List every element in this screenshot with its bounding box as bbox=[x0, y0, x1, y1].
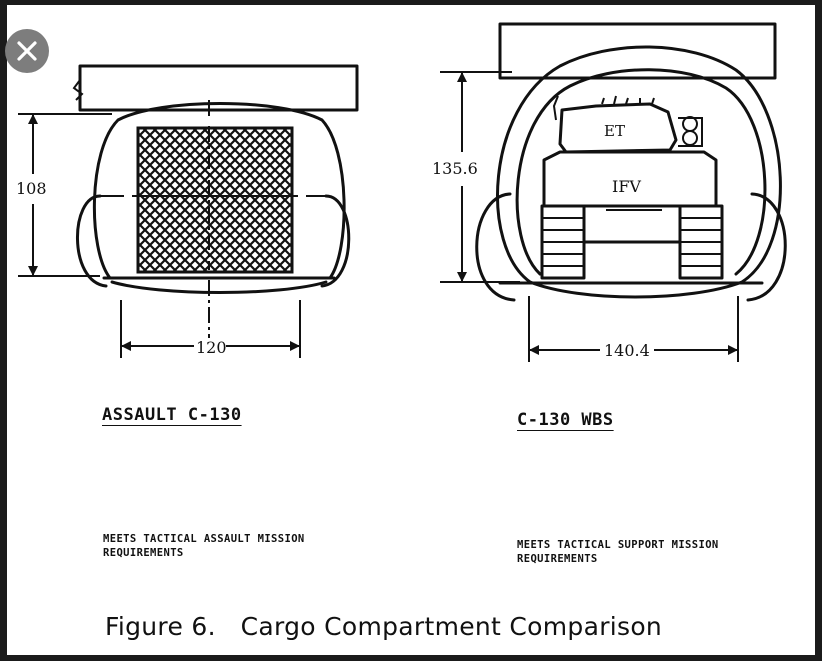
ifv-launcher-round-2 bbox=[682, 130, 698, 146]
figure-caption: Figure 6. Cargo Compartment Comparison bbox=[105, 612, 663, 641]
ifv-turret-label: ET bbox=[604, 122, 625, 140]
left-width-label: 120 bbox=[196, 338, 227, 357]
left-beam-break bbox=[72, 79, 84, 101]
right-mission-note: MEETS TACTICAL SUPPORT MISSION REQUIREME… bbox=[517, 538, 719, 566]
figure-panel bbox=[7, 5, 815, 655]
ifv-turret-vents bbox=[601, 95, 655, 105]
right-height-dimension bbox=[440, 71, 520, 283]
right-roof-beam bbox=[498, 22, 777, 80]
ifv-hull-label: IFV bbox=[612, 177, 641, 196]
left-fairing-left bbox=[76, 194, 108, 288]
left-belly bbox=[110, 280, 328, 294]
ifv-antenna bbox=[552, 95, 559, 121]
left-fairing-right bbox=[320, 194, 351, 288]
left-mission-note: MEETS TACTICAL ASSAULT MISSION REQUIREME… bbox=[103, 532, 305, 560]
left-height-dimension bbox=[18, 113, 112, 277]
assault-cargo-pallet bbox=[136, 126, 294, 274]
right-width-label: 140.4 bbox=[604, 341, 650, 360]
left-note-line-2: REQUIREMENTS bbox=[103, 547, 184, 559]
ifv-launcher-round-1 bbox=[682, 116, 698, 132]
right-title: C-130 WBS bbox=[517, 410, 614, 430]
assault-c130-cross-section bbox=[18, 64, 359, 358]
right-height-label: 135.6 bbox=[432, 159, 478, 178]
left-fuselage-outline bbox=[92, 102, 346, 280]
left-note-line-1: MEETS TACTICAL ASSAULT MISSION bbox=[103, 533, 305, 545]
left-width-dimension bbox=[120, 300, 301, 358]
right-width-dimension bbox=[528, 296, 739, 362]
right-note-line-2: REQUIREMENTS bbox=[517, 553, 598, 565]
right-note-line-1: MEETS TACTICAL SUPPORT MISSION bbox=[517, 539, 719, 551]
track-treads bbox=[542, 217, 722, 267]
close-icon bbox=[17, 41, 37, 61]
right-fuselage-inner bbox=[515, 68, 767, 276]
ifv-launcher-box bbox=[678, 117, 703, 147]
right-fuselage-outer bbox=[496, 45, 782, 299]
close-button[interactable] bbox=[5, 29, 49, 73]
left-title: ASSAULT C-130 bbox=[102, 405, 242, 425]
c130-wbs-cross-section bbox=[440, 22, 787, 362]
left-height-label: 108 bbox=[16, 179, 47, 198]
